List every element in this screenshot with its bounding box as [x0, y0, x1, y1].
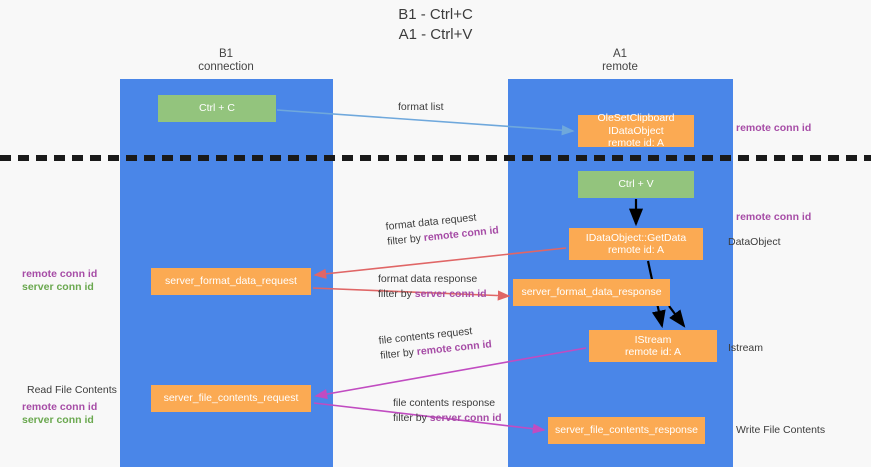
node-ctrl-c[interactable]: Ctrl + C: [158, 95, 276, 122]
annotation-left-bottom: remote conn id server conn id: [22, 401, 97, 427]
filter-key-server-conn-id: server conn id: [429, 412, 502, 424]
annotation-remote-conn-id-mid: remote conn id: [736, 211, 812, 223]
link-label-format-data-response: format data response filter by server co…: [378, 272, 487, 302]
annotation-left-mid: remote conn id server conn id: [22, 268, 97, 294]
link-label-file-contents-request: file contents request filter by remote c…: [378, 322, 493, 364]
annotation-write-file-contents: Write File Contents: [736, 424, 826, 436]
lane-header-b1: B1 connection: [198, 48, 254, 73]
node-server-format-data-request-label: server_format_data_request: [165, 275, 297, 288]
node-server-file-contents-request-label: server_file_contents_request: [163, 392, 299, 405]
lane-header-a1: A1 remote: [602, 48, 638, 73]
node-server-format-data-response-label: server_format_data_response: [521, 286, 662, 299]
node-server-file-contents-request[interactable]: server_file_contents_request: [151, 385, 311, 412]
node-idataobject-line2: remote id: A: [607, 137, 665, 150]
annotation-istream: Istream: [728, 342, 764, 354]
link-label-format-list-text: format list: [398, 101, 444, 113]
node-server-format-data-response[interactable]: server_format_data_response: [513, 279, 670, 306]
node-server-format-data-request[interactable]: server_format_data_request: [151, 268, 311, 295]
annotation-dataobject: DataObject: [728, 236, 781, 248]
filter-prefix: filter by: [378, 288, 415, 300]
node-istream-line1: IStream: [634, 333, 672, 346]
annotation-left-bottom-remote: remote conn id: [22, 401, 98, 413]
link-label-file-contents-response-text: file contents response: [393, 397, 496, 409]
annotation-left-mid-server: server conn id: [22, 281, 94, 293]
node-ctrl-c-label: Ctrl + C: [199, 102, 235, 115]
node-idataobject-line1: OleSetClipboard IDataObject: [597, 112, 675, 137]
link-label-format-data-response-filter: filter by server conn id: [378, 287, 487, 302]
link-label-format-list: format list: [398, 100, 444, 115]
diagram-title: B1 - Ctrl+C A1 - Ctrl+V: [398, 6, 473, 43]
filter-prefix: filter by: [379, 346, 418, 362]
node-ctrl-v-label: Ctrl + V: [618, 178, 654, 191]
node-istream[interactable]: IStream remote id: A: [589, 330, 717, 362]
node-getdata-line1: IDataObject::GetData: [585, 231, 687, 244]
link-label-format-data-request: format data request filter by remote con…: [385, 208, 500, 250]
annotation-left-mid-remote: remote conn id: [22, 268, 98, 280]
node-server-file-contents-response[interactable]: server_file_contents_response: [548, 417, 705, 444]
link-label-file-contents-response-filter: filter by server conn id: [393, 411, 502, 426]
filter-key-server-conn-id: server conn id: [414, 288, 487, 300]
annotation-left-bottom-server: server conn id: [22, 414, 94, 426]
link-label-file-contents-response: file contents response filter by server …: [393, 396, 502, 426]
node-server-file-contents-response-label: server_file_contents_response: [554, 424, 698, 437]
filter-prefix: filter by: [393, 412, 430, 424]
node-idataobject[interactable]: OleSetClipboard IDataObject remote id: A: [578, 112, 694, 150]
node-istream-line2: remote id: A: [624, 346, 682, 358]
link-label-format-data-response-text: format data response: [378, 273, 478, 285]
filter-prefix: filter by: [386, 232, 425, 248]
node-ctrl-v[interactable]: Ctrl + V: [578, 171, 694, 198]
annotation-remote-conn-id-top: remote conn id: [736, 122, 812, 134]
annotation-read-file-contents: Read File Contents: [27, 384, 117, 396]
node-idataobject-getdata[interactable]: IDataObject::GetData remote id: A: [569, 228, 703, 260]
node-getdata-line2: remote id: A: [607, 244, 665, 256]
